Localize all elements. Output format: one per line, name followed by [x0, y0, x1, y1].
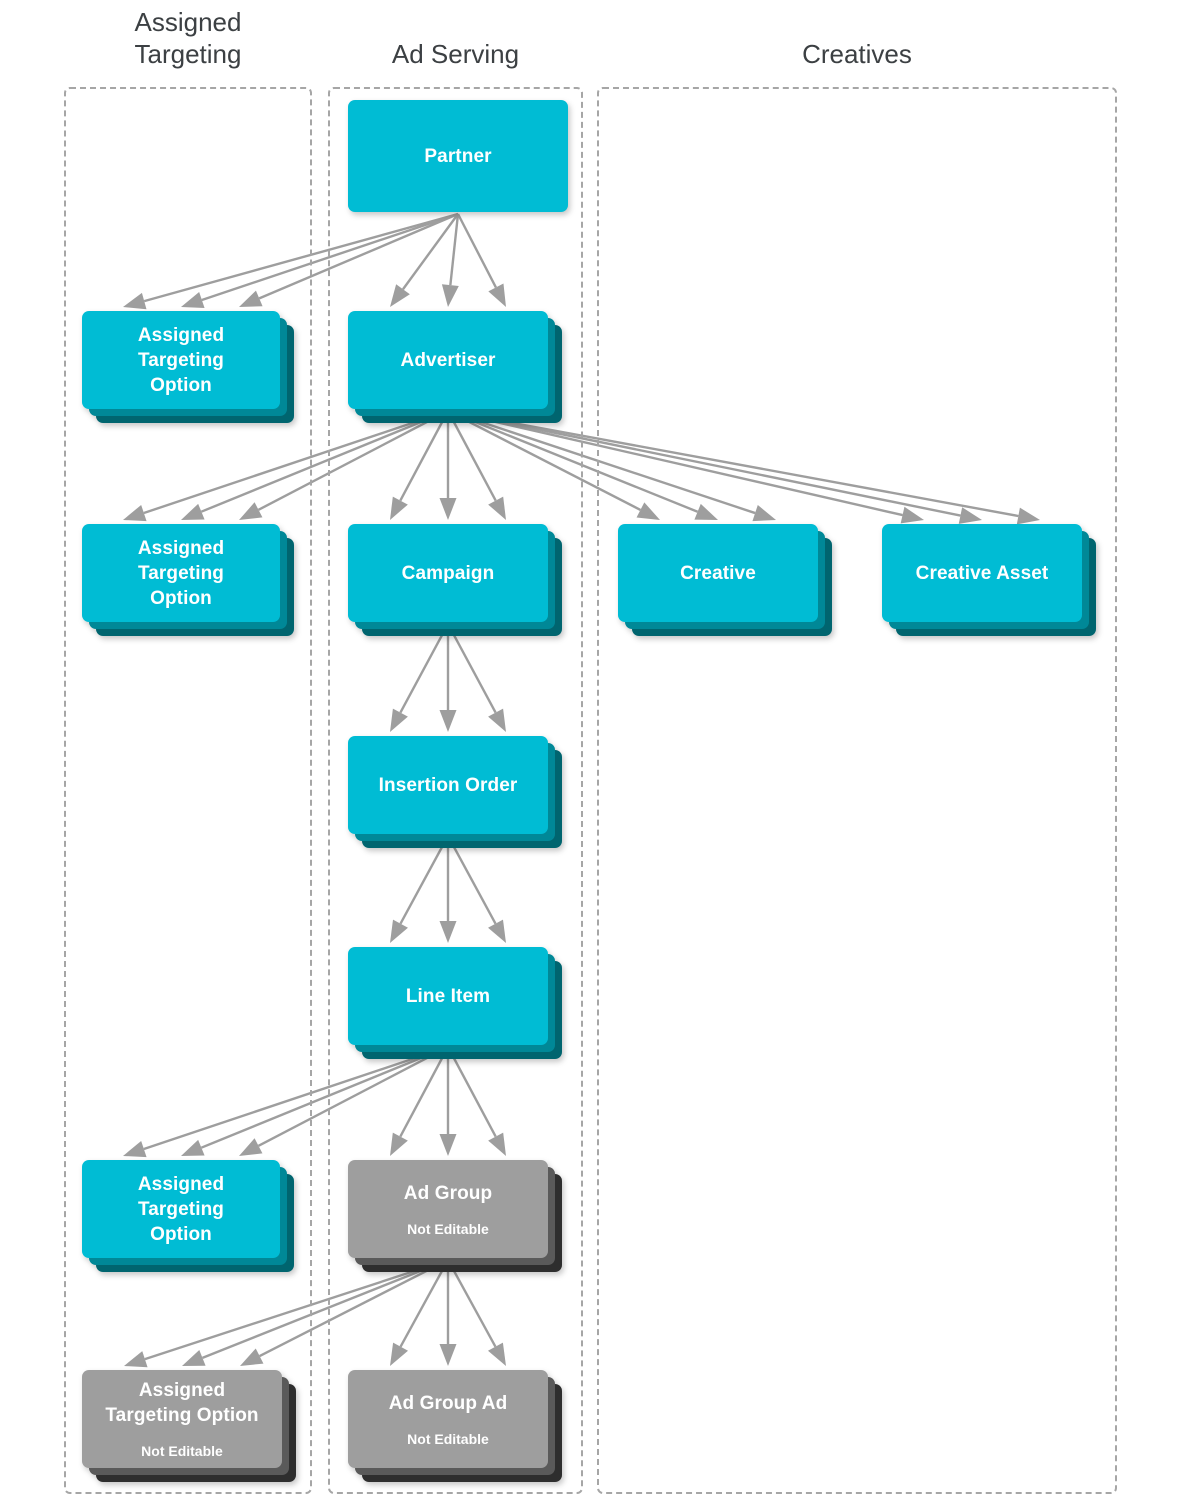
lane-assigned-targeting: [64, 87, 312, 1494]
node-face-advertiser[interactable]: Advertiser: [348, 311, 548, 409]
node-label-ato-lineitem: Assigned Targeting Option: [137, 1173, 225, 1245]
node-line-item[interactable]: Line Item: [348, 947, 564, 1061]
node-advertiser[interactable]: Advertiser: [348, 311, 564, 425]
node-campaign[interactable]: Campaign: [348, 524, 564, 638]
node-label-ato-partner: Assigned Targeting Option: [137, 324, 225, 396]
lane-title-ad-serving: Ad Serving: [391, 39, 520, 69]
node-face-line-item[interactable]: Line Item: [348, 947, 548, 1045]
node-label-line-item: Line Item: [405, 985, 491, 1007]
node-label-ad-group-ad: Ad Group Ad: [388, 1392, 508, 1414]
node-creative[interactable]: Creative: [618, 524, 834, 638]
node-face-creative-asset[interactable]: Creative Asset: [882, 524, 1082, 622]
node-face-campaign[interactable]: Campaign: [348, 524, 548, 622]
node-face-ato-advertiser[interactable]: Assigned Targeting Option: [82, 524, 280, 622]
node-label-creative: Creative: [680, 562, 756, 584]
node-label-ato-advertiser: Assigned Targeting Option: [137, 537, 225, 609]
node-label-partner: Partner: [424, 145, 492, 167]
node-badge-not-editable: Not Editable: [407, 1220, 489, 1237]
node-ato-lineitem[interactable]: Assigned Targeting Option: [82, 1160, 296, 1274]
node-label-creative-asset: Creative Asset: [915, 562, 1049, 584]
node-face-ato-lineitem[interactable]: Assigned Targeting Option: [82, 1160, 280, 1258]
lane-title-assigned-targeting: Assigned Targeting: [134, 7, 242, 69]
node-label-campaign: Campaign: [401, 562, 495, 584]
node-label-ad-group: Ad Group: [403, 1182, 493, 1204]
node-label-insertion-order: Insertion Order: [378, 774, 518, 796]
node-face-partner[interactable]: Partner: [348, 100, 568, 212]
node-face-creative[interactable]: Creative: [618, 524, 818, 622]
node-label-ato-adgroup: Assigned Targeting Option: [105, 1380, 259, 1426]
lane-creatives: [597, 87, 1117, 1494]
node-face-ad-group-ad[interactable]: Ad Group Ad Not Editable: [348, 1370, 548, 1468]
node-insertion-order[interactable]: Insertion Order: [348, 736, 564, 850]
lane-ad-serving: [328, 87, 583, 1494]
node-partner[interactable]: Partner: [348, 100, 584, 228]
lane-title-creatives: Creatives: [802, 39, 912, 69]
node-face-ato-partner[interactable]: Assigned Targeting Option: [82, 311, 280, 409]
node-ato-advertiser[interactable]: Assigned Targeting Option: [82, 524, 296, 638]
node-creative-asset[interactable]: Creative Asset: [882, 524, 1098, 638]
node-label-advertiser: Advertiser: [400, 349, 496, 371]
node-badge-not-editable: Not Editable: [407, 1430, 489, 1447]
node-ato-partner[interactable]: Assigned Targeting Option: [82, 311, 296, 425]
node-face-insertion-order[interactable]: Insertion Order: [348, 736, 548, 834]
node-badge-not-editable: Not Editable: [141, 1443, 223, 1459]
node-ad-group-ad[interactable]: Ad Group Ad Not Editable: [348, 1370, 564, 1484]
